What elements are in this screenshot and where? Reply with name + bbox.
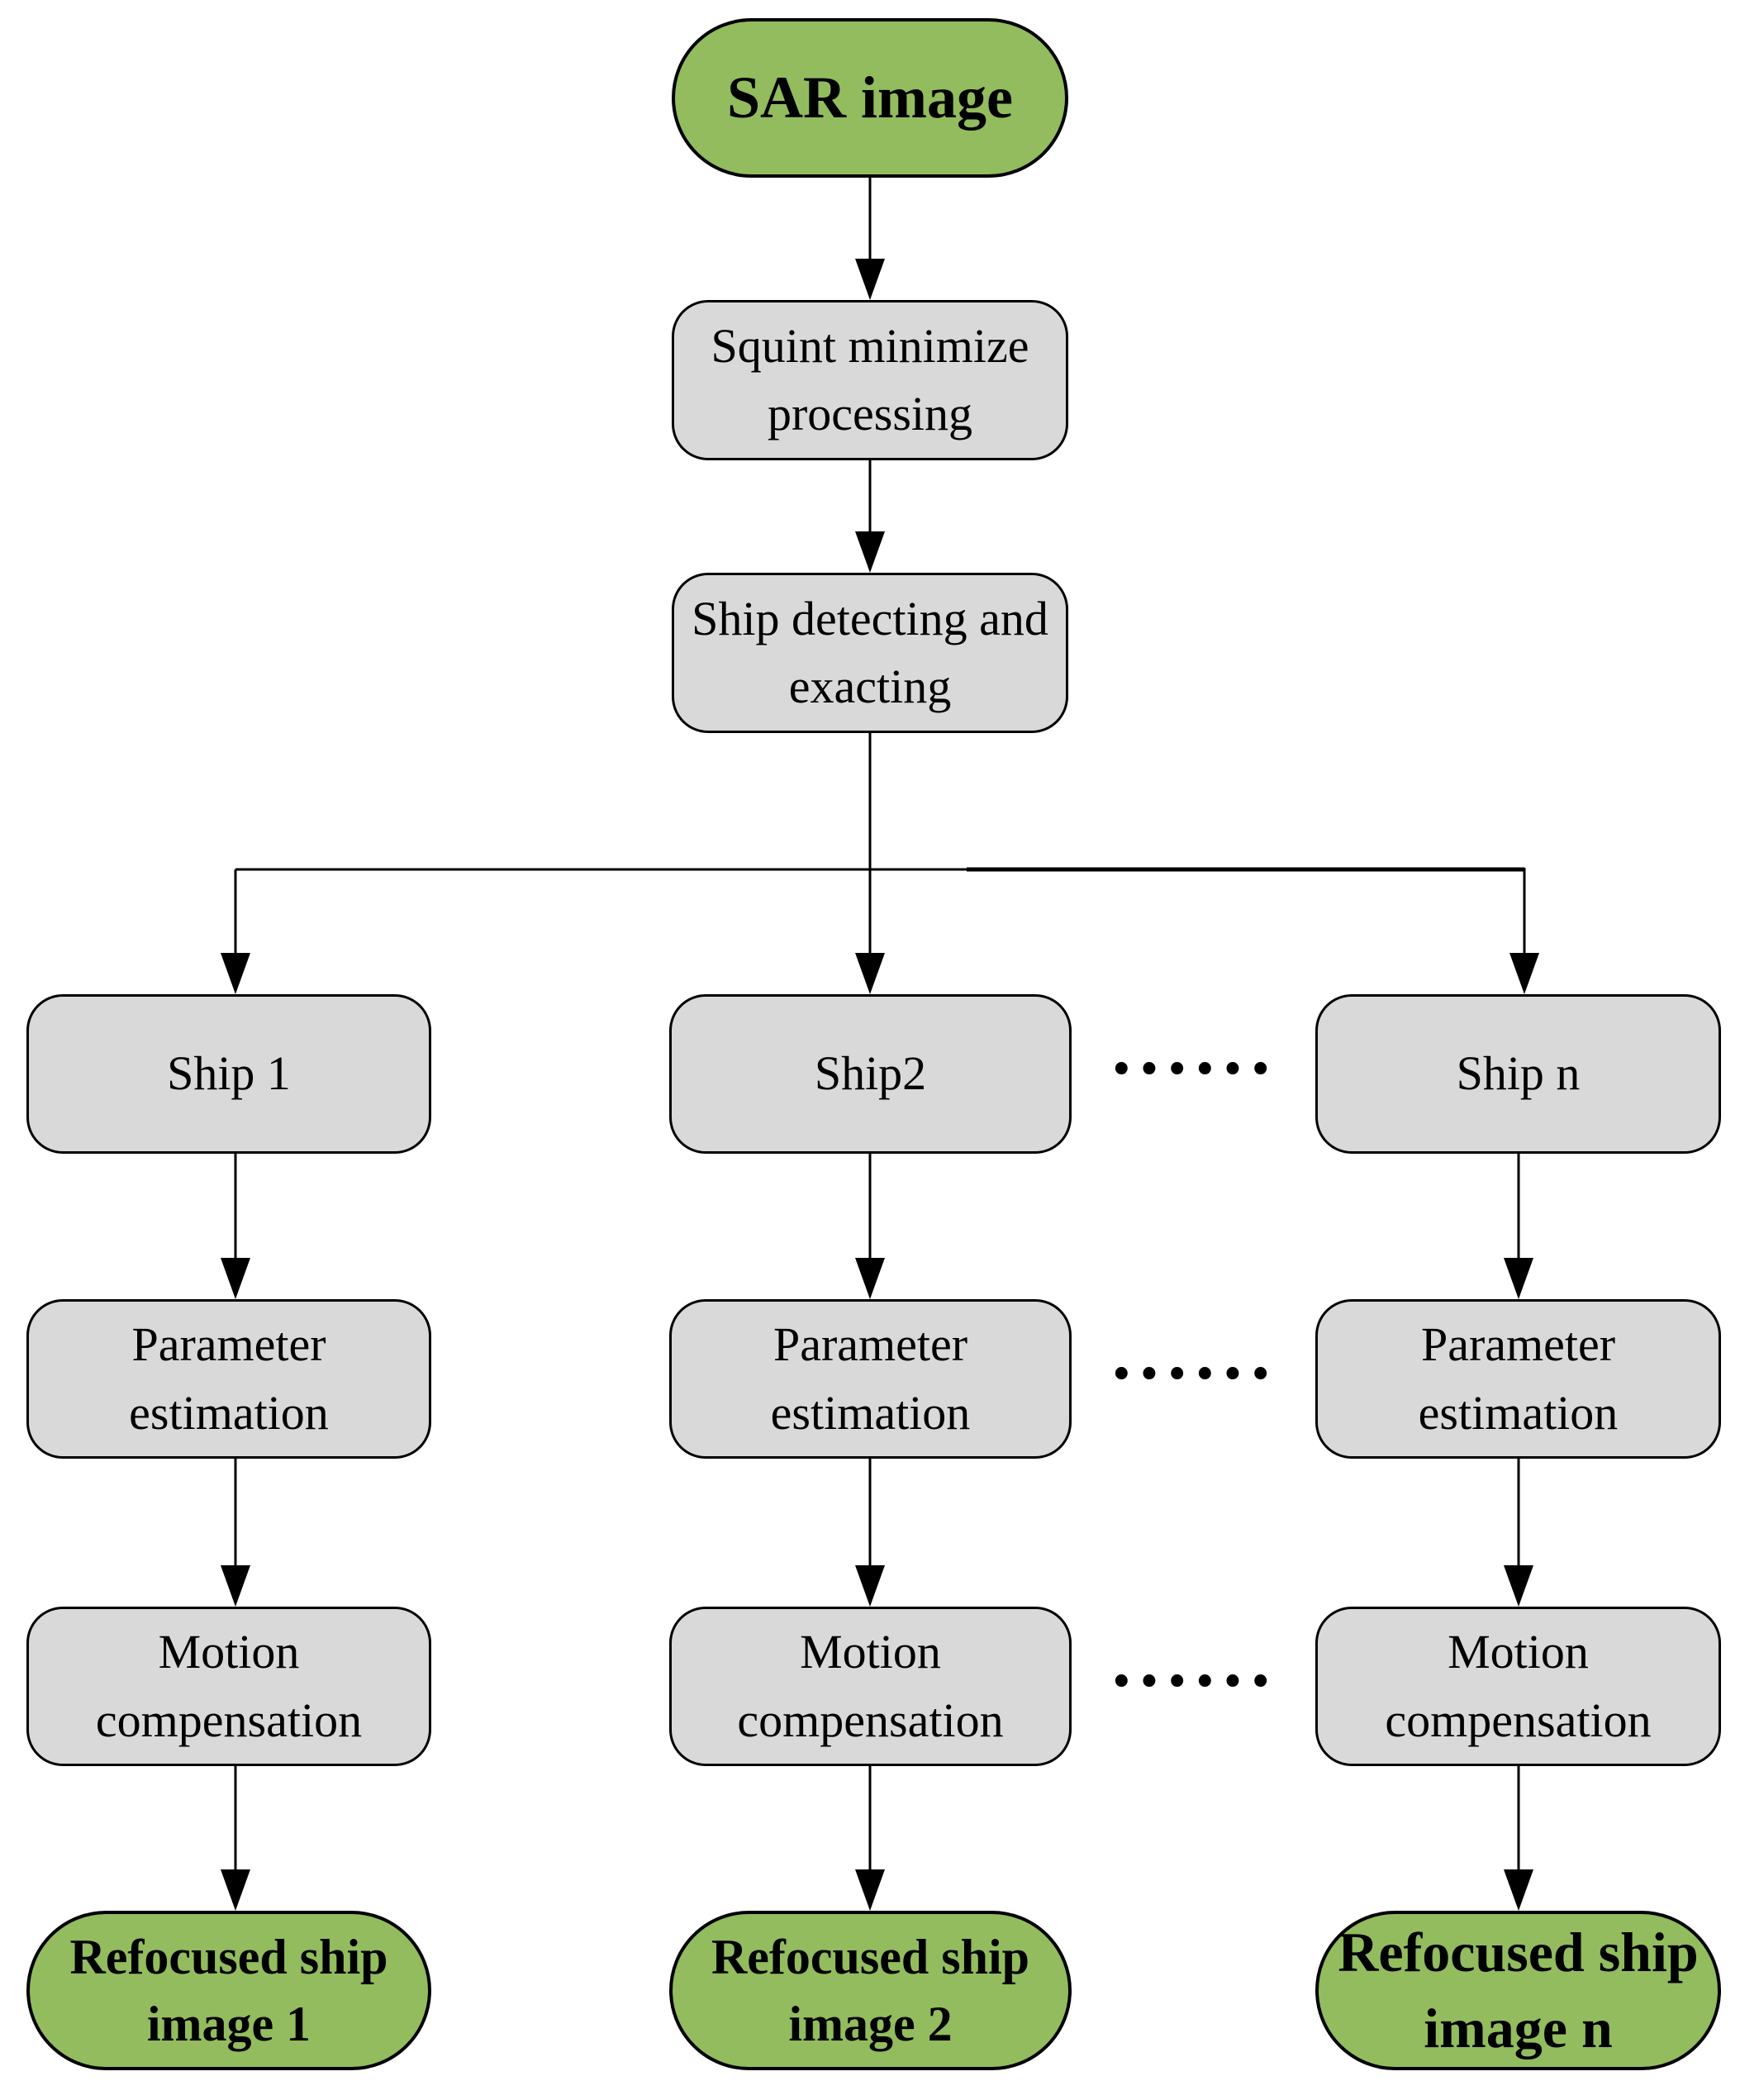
arrow-motion2-to-output2 xyxy=(855,1766,885,1911)
arrow-paramn-to-motionn xyxy=(1504,1459,1533,1607)
arrow-param1-to-motion1 xyxy=(221,1459,250,1607)
node-parameter-estimation-n: Parameter estimation xyxy=(1315,1299,1721,1459)
node-refocused-ship-image-n: Refocused ship image n xyxy=(1315,1911,1721,2070)
arrow-ship2-to-param2 xyxy=(855,1154,885,1299)
node-motion-compensation-1: Motion compensation xyxy=(26,1607,431,1766)
arrow-branch-to-ship-n xyxy=(1509,868,1539,994)
node-parameter-estimation-1: Parameter estimation xyxy=(26,1299,431,1459)
node-sar-image: SAR image xyxy=(672,18,1068,178)
node-motion-compensation-2: Motion compensation xyxy=(669,1607,1072,1766)
node-squint-minimize-processing: Squint minimize processing xyxy=(672,300,1068,460)
node-parameter-estimation-2: Parameter estimation xyxy=(669,1299,1072,1459)
ellipsis-ship-row: ······ xyxy=(1108,1026,1276,1110)
arrow-branch-to-ship-2 xyxy=(855,869,885,994)
branch-rail xyxy=(235,733,1524,872)
node-ship-detecting-exacting: Ship detecting and exacting xyxy=(672,573,1068,733)
arrow-shipn-to-paramn xyxy=(1504,1154,1533,1299)
node-ship-n: Ship n xyxy=(1315,994,1721,1154)
arrow-ship1-to-param1 xyxy=(221,1154,250,1299)
arrow-sar-to-squint xyxy=(855,178,885,300)
node-motion-compensation-n: Motion compensation xyxy=(1315,1607,1721,1766)
arrow-squint-to-detect xyxy=(855,460,885,573)
arrow-motion1-to-output1 xyxy=(221,1766,250,1911)
node-refocused-ship-image-2: Refocused ship image 2 xyxy=(669,1911,1072,2070)
arrow-motionn-to-outputn xyxy=(1504,1766,1533,1911)
node-ship-2: Ship2 xyxy=(669,994,1072,1154)
arrow-param2-to-motion2 xyxy=(855,1459,885,1607)
node-ship-1: Ship 1 xyxy=(26,994,431,1154)
arrow-branch-to-ship-1 xyxy=(221,869,250,994)
ellipsis-motion-row: ······ xyxy=(1108,1638,1276,1722)
node-refocused-ship-image-1: Refocused ship image 1 xyxy=(26,1911,431,2070)
ellipsis-param-row: ······ xyxy=(1108,1331,1276,1415)
